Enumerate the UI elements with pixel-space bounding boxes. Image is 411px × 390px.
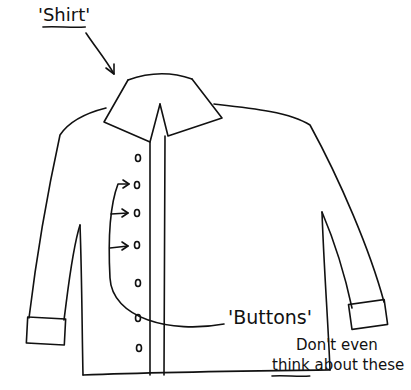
note-text: think about these <box>272 356 404 374</box>
button-pointer-arrows <box>109 180 224 327</box>
note-text: Don't even <box>296 336 378 354</box>
underline-stroke <box>43 26 85 28</box>
buttons-label: 'Buttons' <box>228 306 312 329</box>
shirt-label: 'Shirt' <box>38 4 90 26</box>
button-dots <box>135 155 142 352</box>
underline-stroke <box>272 375 310 377</box>
shirt-pointer-arrow <box>86 33 114 74</box>
shirt-outline <box>26 74 387 375</box>
